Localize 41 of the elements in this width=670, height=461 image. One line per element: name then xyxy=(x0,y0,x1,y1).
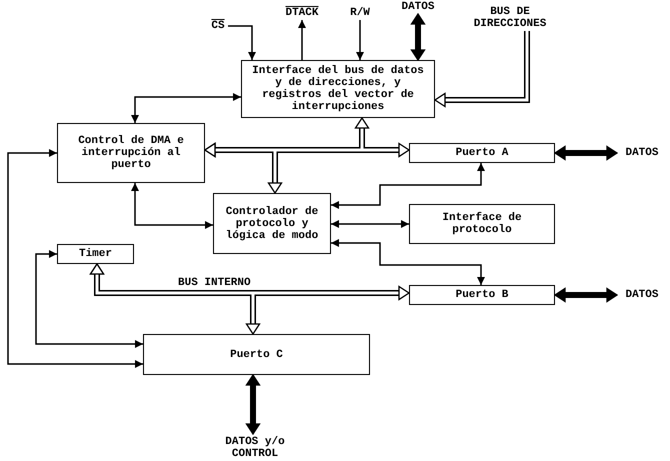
signal-label: BUS DE DIRECCIONES xyxy=(468,4,552,31)
block-box xyxy=(409,204,555,244)
arrow xyxy=(131,183,213,229)
block-label: Control de DMA e interrupción al puerto xyxy=(77,135,185,171)
block-box xyxy=(213,193,331,254)
signal-label: DATOS xyxy=(393,0,443,14)
arrow xyxy=(131,93,241,123)
block-label: Puerto A xyxy=(456,147,508,159)
block-box xyxy=(241,60,435,118)
block-box xyxy=(409,143,555,163)
block-label: Puerto B xyxy=(456,289,508,301)
signal-label: DATOS xyxy=(617,146,667,160)
block-label: Interface de protocolo xyxy=(441,212,523,236)
block-label: Controlador de protocolo y lógica de modo xyxy=(224,206,320,242)
arrow xyxy=(331,239,485,285)
data-arrow xyxy=(554,146,618,160)
arrow xyxy=(356,20,364,60)
bus-arrow xyxy=(434,31,528,108)
arrow xyxy=(7,149,143,368)
signal-label: R/W xyxy=(344,6,376,20)
data-arrow xyxy=(410,13,426,61)
block-label: Interface del bus de datos y de direcciones, y registros del vector de interrupciones xyxy=(251,65,425,113)
arrow xyxy=(331,163,485,209)
signal-label: DATOS y/o CONTROL xyxy=(213,434,297,461)
block-label: Puerto C xyxy=(230,348,283,360)
bus-arrow xyxy=(204,142,282,194)
block-label: Timer xyxy=(78,248,112,260)
data-arrow xyxy=(246,374,260,435)
arrow xyxy=(331,220,409,228)
signal-label: CS xyxy=(208,20,228,32)
arrow xyxy=(298,20,306,60)
bus-arrow xyxy=(90,263,260,335)
block-box xyxy=(409,285,555,305)
block-box xyxy=(57,123,205,183)
signal-label: DATOS xyxy=(617,288,667,302)
data-arrow xyxy=(554,288,618,302)
block-box xyxy=(57,244,134,264)
arrow xyxy=(35,250,143,348)
arrow xyxy=(228,25,256,60)
signal-label: DTACK xyxy=(276,6,328,20)
block-box xyxy=(143,334,370,375)
